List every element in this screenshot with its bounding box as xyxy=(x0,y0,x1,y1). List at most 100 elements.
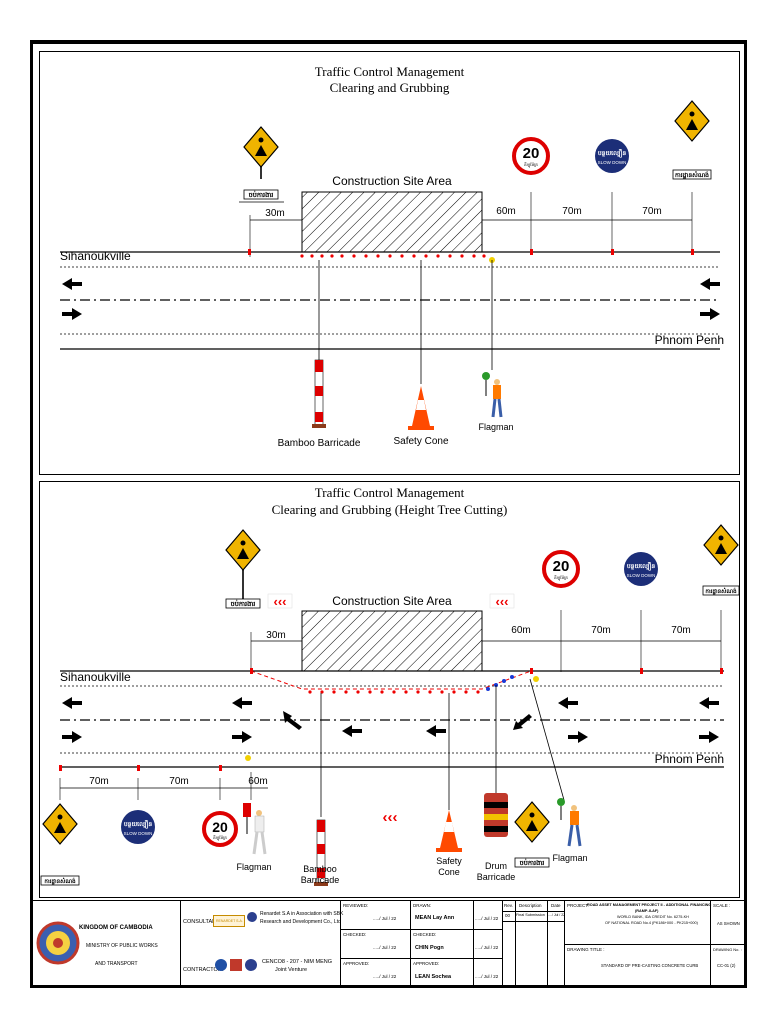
rev-date: ..../ Jul / 22 xyxy=(548,913,566,917)
panel1-title-line1: Traffic Control Management xyxy=(314,64,465,79)
legend-cone-2: Cone xyxy=(438,867,460,877)
drawn-cell: DRAWN: MEAN Lay Ann CHECKED: CHIN Pogn A… xyxy=(411,901,503,987)
drawn-name: MEAN Lay Ann xyxy=(415,915,455,921)
legend-bamboo-2: Barricade xyxy=(301,875,340,885)
drawing-sheet: Traffic Control Management Clearing and … xyxy=(30,40,747,988)
scale-label: SCALE : xyxy=(713,903,731,908)
panel-clearing-grubbing: Traffic Control Management Clearing and … xyxy=(39,51,740,475)
consultant-logo-text: RENARDET S.A. xyxy=(216,919,243,923)
edge-markers xyxy=(250,668,723,674)
kingdom-label: KINGDOM OF CAMBODIA xyxy=(79,925,153,931)
revision-table: Rev. Description Date 00 Final Submissio… xyxy=(503,901,565,987)
project-line-1: ROAD ASSET MANAGEMENT PROJECT II - ADDIT… xyxy=(587,903,712,907)
contractor-logo-2-icon xyxy=(230,959,242,971)
checked-label: CHECKED: xyxy=(343,932,367,937)
rev-header: Rev. xyxy=(504,903,513,908)
drum-barricade-icon xyxy=(484,793,508,837)
svg-text:គីឡូម៉ែត្រ: គីឡូម៉ែត្រ xyxy=(213,835,228,841)
approved2-label: APPROVED: xyxy=(413,961,440,966)
approved2-date: ...../ Jul / 22 xyxy=(475,974,499,979)
arrow-right-lane2-right-icon xyxy=(700,308,720,320)
men-at-work-sign-bottom-right: ចប់ការងារ xyxy=(514,801,550,868)
flagman-icon xyxy=(482,372,503,418)
town-left: Sihanoukville xyxy=(60,249,131,263)
project-cell: PROJECT: ROAD ASSET MANAGEMENT PROJECT I… xyxy=(565,901,711,987)
legend-bamboo-barricade: Bamboo Barricade xyxy=(278,438,361,449)
speed-limit-sign-bottom: 20 គីឡូម៉ែត្រ xyxy=(202,811,238,847)
consultant-text-1: Renardet S.A in Association with SBK xyxy=(260,911,344,917)
project-line-4: OF NATIONAL ROAD No.4 (PK186+000 - PK215… xyxy=(605,921,698,925)
dim-30m: 30m xyxy=(265,208,284,219)
panel-height-tree-cutting: Traffic Control Management Clearing and … xyxy=(39,481,740,898)
ministry-seal-icon xyxy=(36,921,80,965)
construction-site-label: Construction Site Area xyxy=(332,594,452,608)
panel2-title-line1: Traffic Control Management xyxy=(314,485,465,500)
edge-markers xyxy=(248,249,694,255)
arrow-left-lane1-icon xyxy=(62,278,82,290)
chevron-sign-lower-icon: ‹‹‹ xyxy=(383,809,398,826)
taper-line xyxy=(250,670,532,690)
safety-cone-icon xyxy=(436,810,462,852)
svg-text:ការដ្ឋានសំណង់: ការដ្ឋានសំណង់ xyxy=(705,587,737,595)
scale-cell: SCALE : AS SHOWN DRAWING No. : CC-01 (2) xyxy=(711,901,744,987)
flagman-icon-left xyxy=(243,803,267,855)
svg-text:SLOW DOWN: SLOW DOWN xyxy=(598,160,627,165)
project-line-2: (RAMP-II-AF) xyxy=(635,909,659,913)
svg-text:‹‹‹: ‹‹‹ xyxy=(496,594,509,609)
drum-row xyxy=(486,675,514,691)
description-header: Description xyxy=(519,903,542,908)
project-line-3: WORLD BANK, IDA CREDIT No. 6275-KH xyxy=(617,915,689,919)
svg-text:បន្ថយល្បឿន: បន្ថយល្បឿន xyxy=(598,149,627,158)
svg-text:ចប់ការងារ: ចប់ការងារ xyxy=(249,190,274,199)
drawn-label: DRAWN: xyxy=(413,903,432,908)
legend-cone-1: Safety xyxy=(436,856,462,866)
legend-safety-cone: Safety Cone xyxy=(393,436,448,447)
rev-number: 00 xyxy=(505,913,511,918)
ministry-label-2: AND TRANSPORT xyxy=(95,961,138,967)
contractor-logo-1-icon xyxy=(215,959,227,971)
town-right: Phnom Penh xyxy=(655,333,724,347)
rev-description: Final Submission xyxy=(516,913,545,917)
panel1-title-line2: Clearing and Grubbing xyxy=(329,80,450,95)
consultant-text-2: Research and Development Co., Ltd xyxy=(260,919,341,925)
men-at-work-sign-left: ចប់ការងារ xyxy=(225,529,261,609)
ministry-cell: KINGDOM OF CAMBODIA MINISTRY OF PUBLIC W… xyxy=(33,901,181,987)
dim-70m-b: 70m xyxy=(642,206,661,217)
project-label: PROJECT: xyxy=(567,903,589,908)
town-left: Sihanoukville xyxy=(60,670,131,684)
checked-date: ...../ Jul / 22 xyxy=(373,945,397,950)
drawing-no-label: DRAWING No. : xyxy=(713,947,742,952)
drawing-title-label: DRAWING TITLE : xyxy=(567,947,605,952)
checked2-label: CHECKED: xyxy=(413,932,437,937)
lane1-arrows xyxy=(62,697,719,737)
dim-70m-c: 70m xyxy=(89,776,108,787)
review-cell: REVIEWED: CHECKED: APPROVED: ...../ Jul … xyxy=(341,901,411,987)
men-at-work-sign-left: ចប់ការងារ xyxy=(239,126,284,203)
svg-text:ចប់ការងារ: ចប់ការងារ xyxy=(520,858,545,867)
svg-text:‹‹‹: ‹‹‹ xyxy=(274,594,287,609)
bamboo-barricade-icon xyxy=(314,819,328,886)
town-right: Phnom Penh xyxy=(655,752,724,766)
legend-bamboo-1: Bamboo xyxy=(303,864,337,874)
svg-text:ចប់ការងារ: ចប់ការងារ xyxy=(231,599,256,608)
lane2-arrows xyxy=(62,731,719,743)
diagonal-arrows xyxy=(283,711,532,730)
panel2-title-line2: Clearing and Grubbing (Height Tree Cutti… xyxy=(271,502,508,517)
speed-limit-value-top: 20 xyxy=(553,558,570,575)
chevron-sign-left-icon: ‹‹‹ xyxy=(267,593,293,609)
scale-value: AS SHOWN xyxy=(717,921,740,926)
approved2-name: LEAN Sochea xyxy=(415,974,452,980)
drawn-date: ...../ Jul / 22 xyxy=(475,916,499,921)
ministry-label-1: MINISTRY OF PUBLIC WORKS xyxy=(86,943,158,949)
slow-down-sign-top: បន្ថយល្បឿន SLOW DOWN xyxy=(624,552,658,586)
svg-text:គីឡូម៉ែត្រ: គីឡូម៉ែត្រ xyxy=(554,575,569,581)
svg-text:ការដ្ឋានសំណង់: ការដ្ឋានសំណង់ xyxy=(44,877,76,885)
flagman-icon-right xyxy=(557,798,582,847)
men-at-work-sign-right: ការដ្ឋានសំណង់ xyxy=(672,100,712,180)
speed-limit-sign-top: 20 គីឡូម៉ែត្រ xyxy=(542,550,580,588)
consultants-label: CONSULTANTS: xyxy=(183,919,225,925)
arrow-right-lane2-icon xyxy=(62,308,82,320)
dim-70m-a: 70m xyxy=(562,206,581,217)
approved-date: ...../ Jul / 22 xyxy=(373,974,397,979)
men-at-work-sign-bottom: ការដ្ឋានសំណង់ xyxy=(40,803,80,886)
